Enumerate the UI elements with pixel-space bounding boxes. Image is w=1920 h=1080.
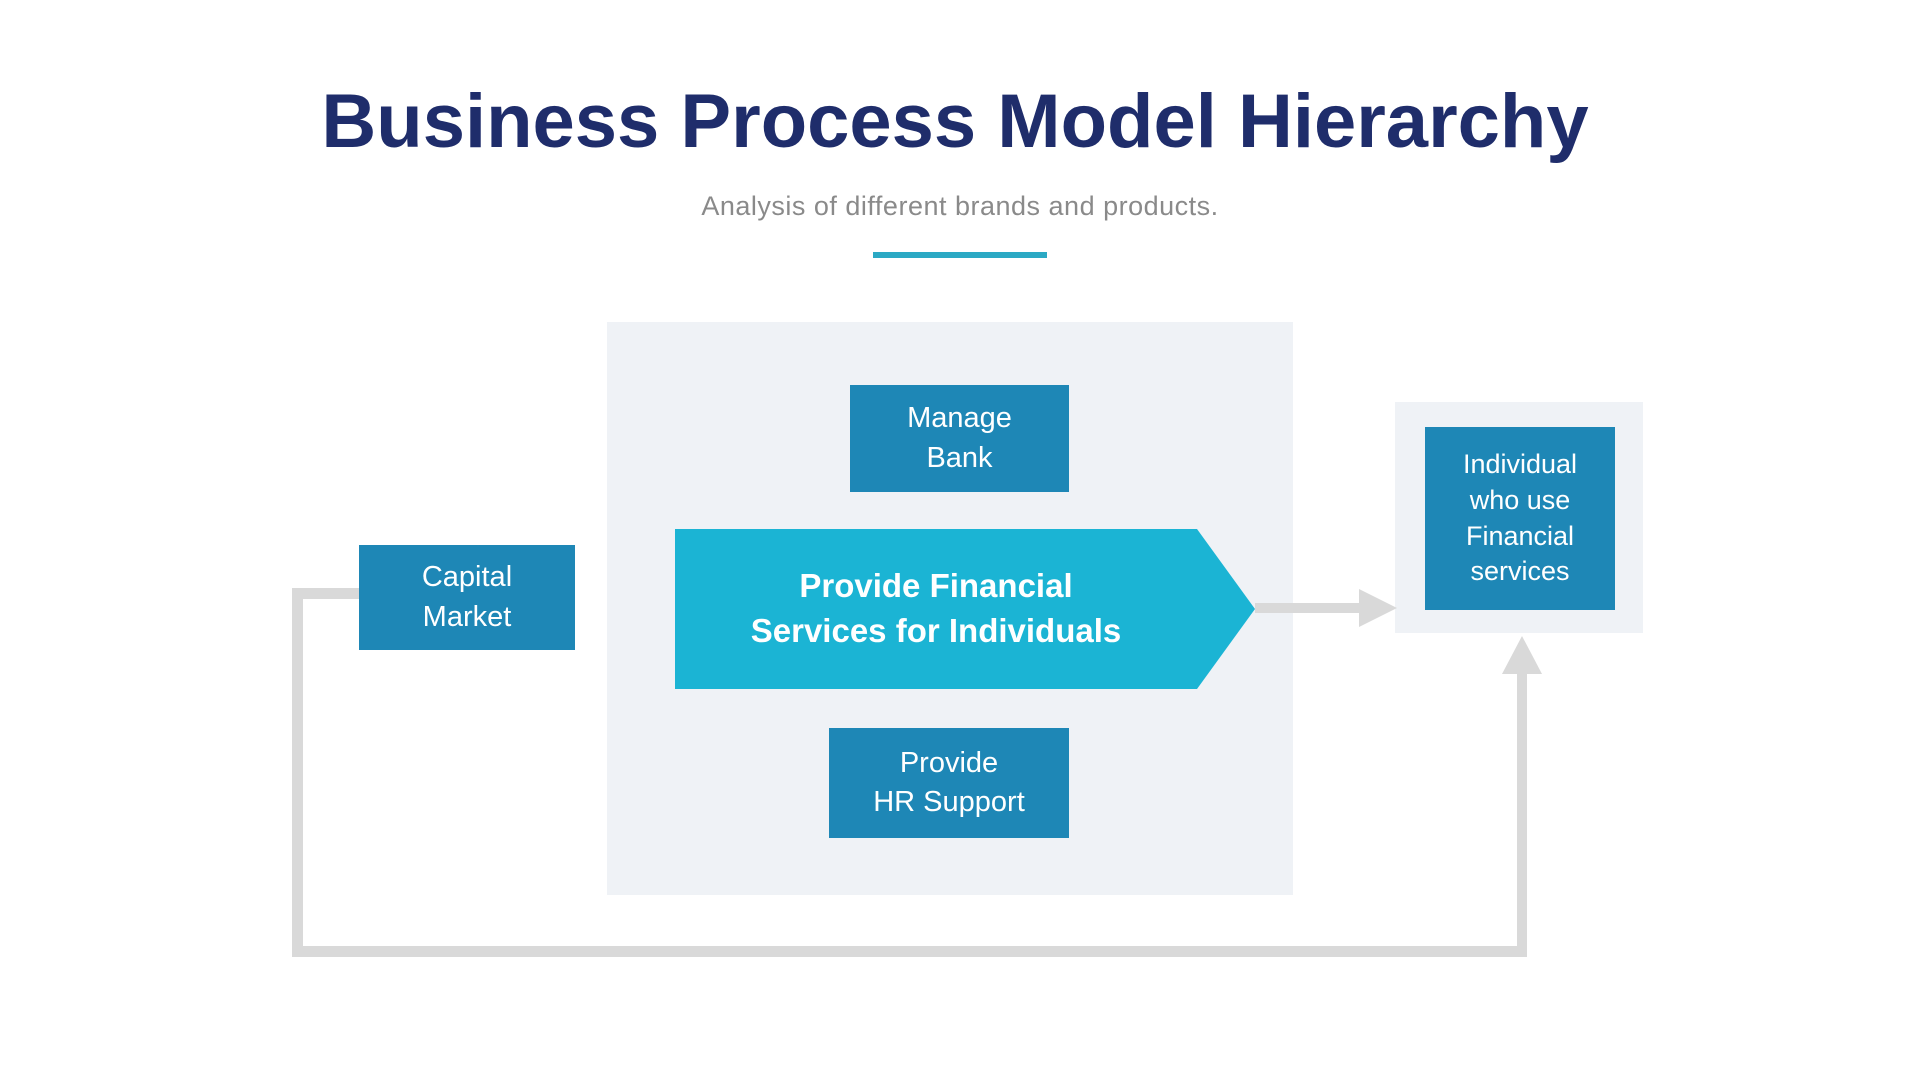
connector-left-vertical — [292, 588, 303, 957]
node-provide-financial-services-label: Provide Financial Services for Individua… — [750, 567, 1122, 649]
connector-capital-market-out — [292, 588, 360, 599]
title-underline — [873, 252, 1047, 258]
page-title: Business Process Model Hierarchy — [321, 79, 1589, 164]
node-capital-market: Capital Market — [359, 545, 575, 650]
node-manage-bank: Manage Bank — [850, 385, 1069, 492]
node-provide-hr-support-label: Provide HR Support — [873, 746, 1025, 818]
arrow-right-icon — [1359, 589, 1397, 627]
connector-right-vertical — [1517, 670, 1527, 957]
connector-center-to-right — [1255, 603, 1361, 613]
node-capital-market-label: Capital Market — [421, 561, 513, 633]
connector-bottom-horizontal — [292, 946, 1527, 957]
node-individual-financial-services: Individual who use Financial services — [1425, 427, 1615, 610]
node-individual-financial-services-label: Individual who use Financial services — [1462, 449, 1578, 587]
page-subtitle: Analysis of different brands and product… — [701, 191, 1219, 221]
node-provide-financial-services-arrow: Provide Financial Services for Individua… — [675, 529, 1255, 689]
arrow-up-icon — [1502, 636, 1542, 674]
node-provide-hr-support: Provide HR Support — [829, 728, 1069, 838]
node-manage-bank-label: Manage Bank — [907, 402, 1012, 474]
